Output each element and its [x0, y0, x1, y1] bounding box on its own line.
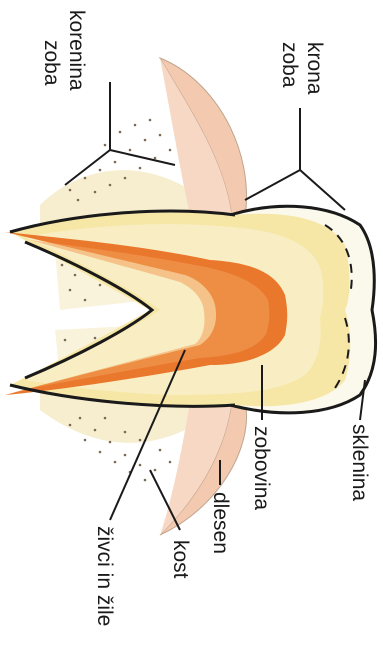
label-sklenina: sklenina: [348, 424, 371, 501]
leader-krona: [245, 108, 345, 210]
label-kost: kost: [169, 540, 192, 579]
label-dlesen: dlesen: [209, 492, 232, 554]
label-krona-line2: zoba: [278, 42, 301, 88]
label-zivci-in-zile: živci in žile: [93, 526, 116, 626]
leader-korenina: [65, 82, 175, 185]
label-korenina-line1: korenina: [65, 10, 88, 91]
label-krona-line1: krona: [303, 42, 326, 95]
label-korenina-line2: zoba: [40, 40, 63, 86]
label-zobovina: zobovina: [250, 426, 273, 510]
